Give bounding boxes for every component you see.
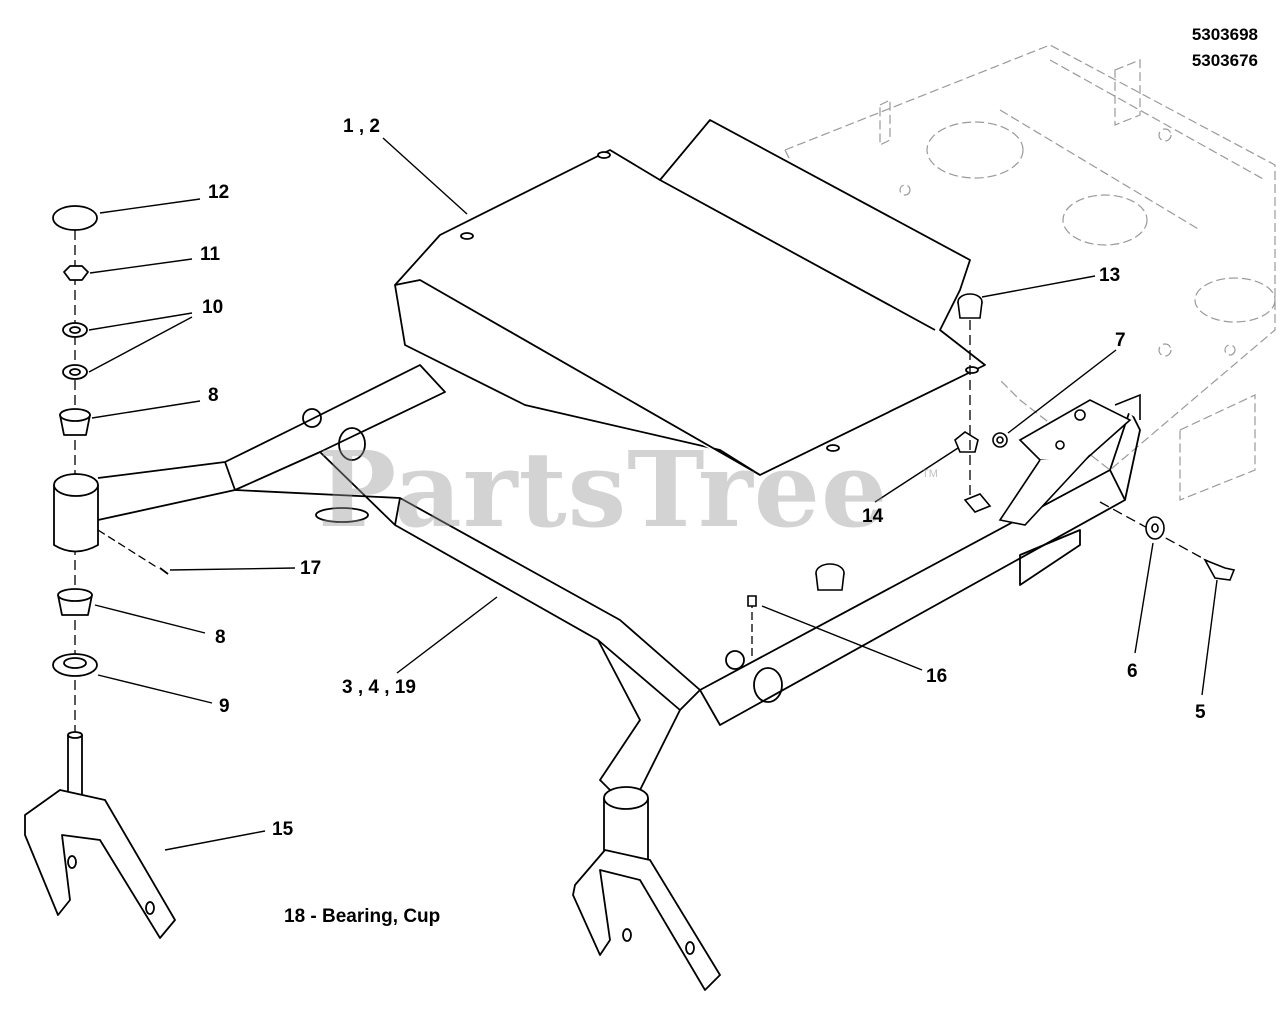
part-number-1: 5303698 [1191, 25, 1258, 44]
leader-lines [88, 137, 1218, 851]
callout-15: 15 [272, 819, 294, 840]
callout-14: 14 [862, 506, 884, 527]
callout-9: 9 [219, 696, 230, 717]
deck-shield [394, 119, 986, 476]
callout-1-2: 1 , 2 [343, 116, 380, 137]
ghost-chassis [784, 44, 1276, 501]
watermark-trademark: TM [922, 468, 938, 480]
callout-6: 6 [1127, 661, 1138, 682]
watermark: PartsTree [318, 428, 889, 551]
left-caster-assembly [24, 205, 176, 939]
callout-17: 17 [300, 558, 322, 579]
callout-5: 5 [1195, 702, 1206, 723]
callout-13: 13 [1099, 265, 1121, 286]
bearing-cup-note: 18 - Bearing, Cup [284, 906, 441, 927]
bolt-and-washer [747, 320, 1236, 660]
knob-and-clip [815, 293, 992, 591]
part-number-2: 5303676 [1191, 51, 1258, 70]
front-axle-frame [97, 364, 1141, 801]
callout-10: 10 [202, 297, 224, 318]
callout-16: 16 [926, 666, 948, 687]
callout-7: 7 [1115, 330, 1126, 351]
callout-8-bottom: 8 [215, 627, 226, 648]
right-caster [572, 786, 721, 991]
callout-8-top: 8 [208, 385, 219, 406]
callout-3-4-19: 3 , 4 , 19 [342, 677, 416, 698]
callout-11: 11 [200, 244, 221, 265]
callout-12: 12 [208, 182, 230, 203]
mounting-bracket [992, 393, 1141, 526]
